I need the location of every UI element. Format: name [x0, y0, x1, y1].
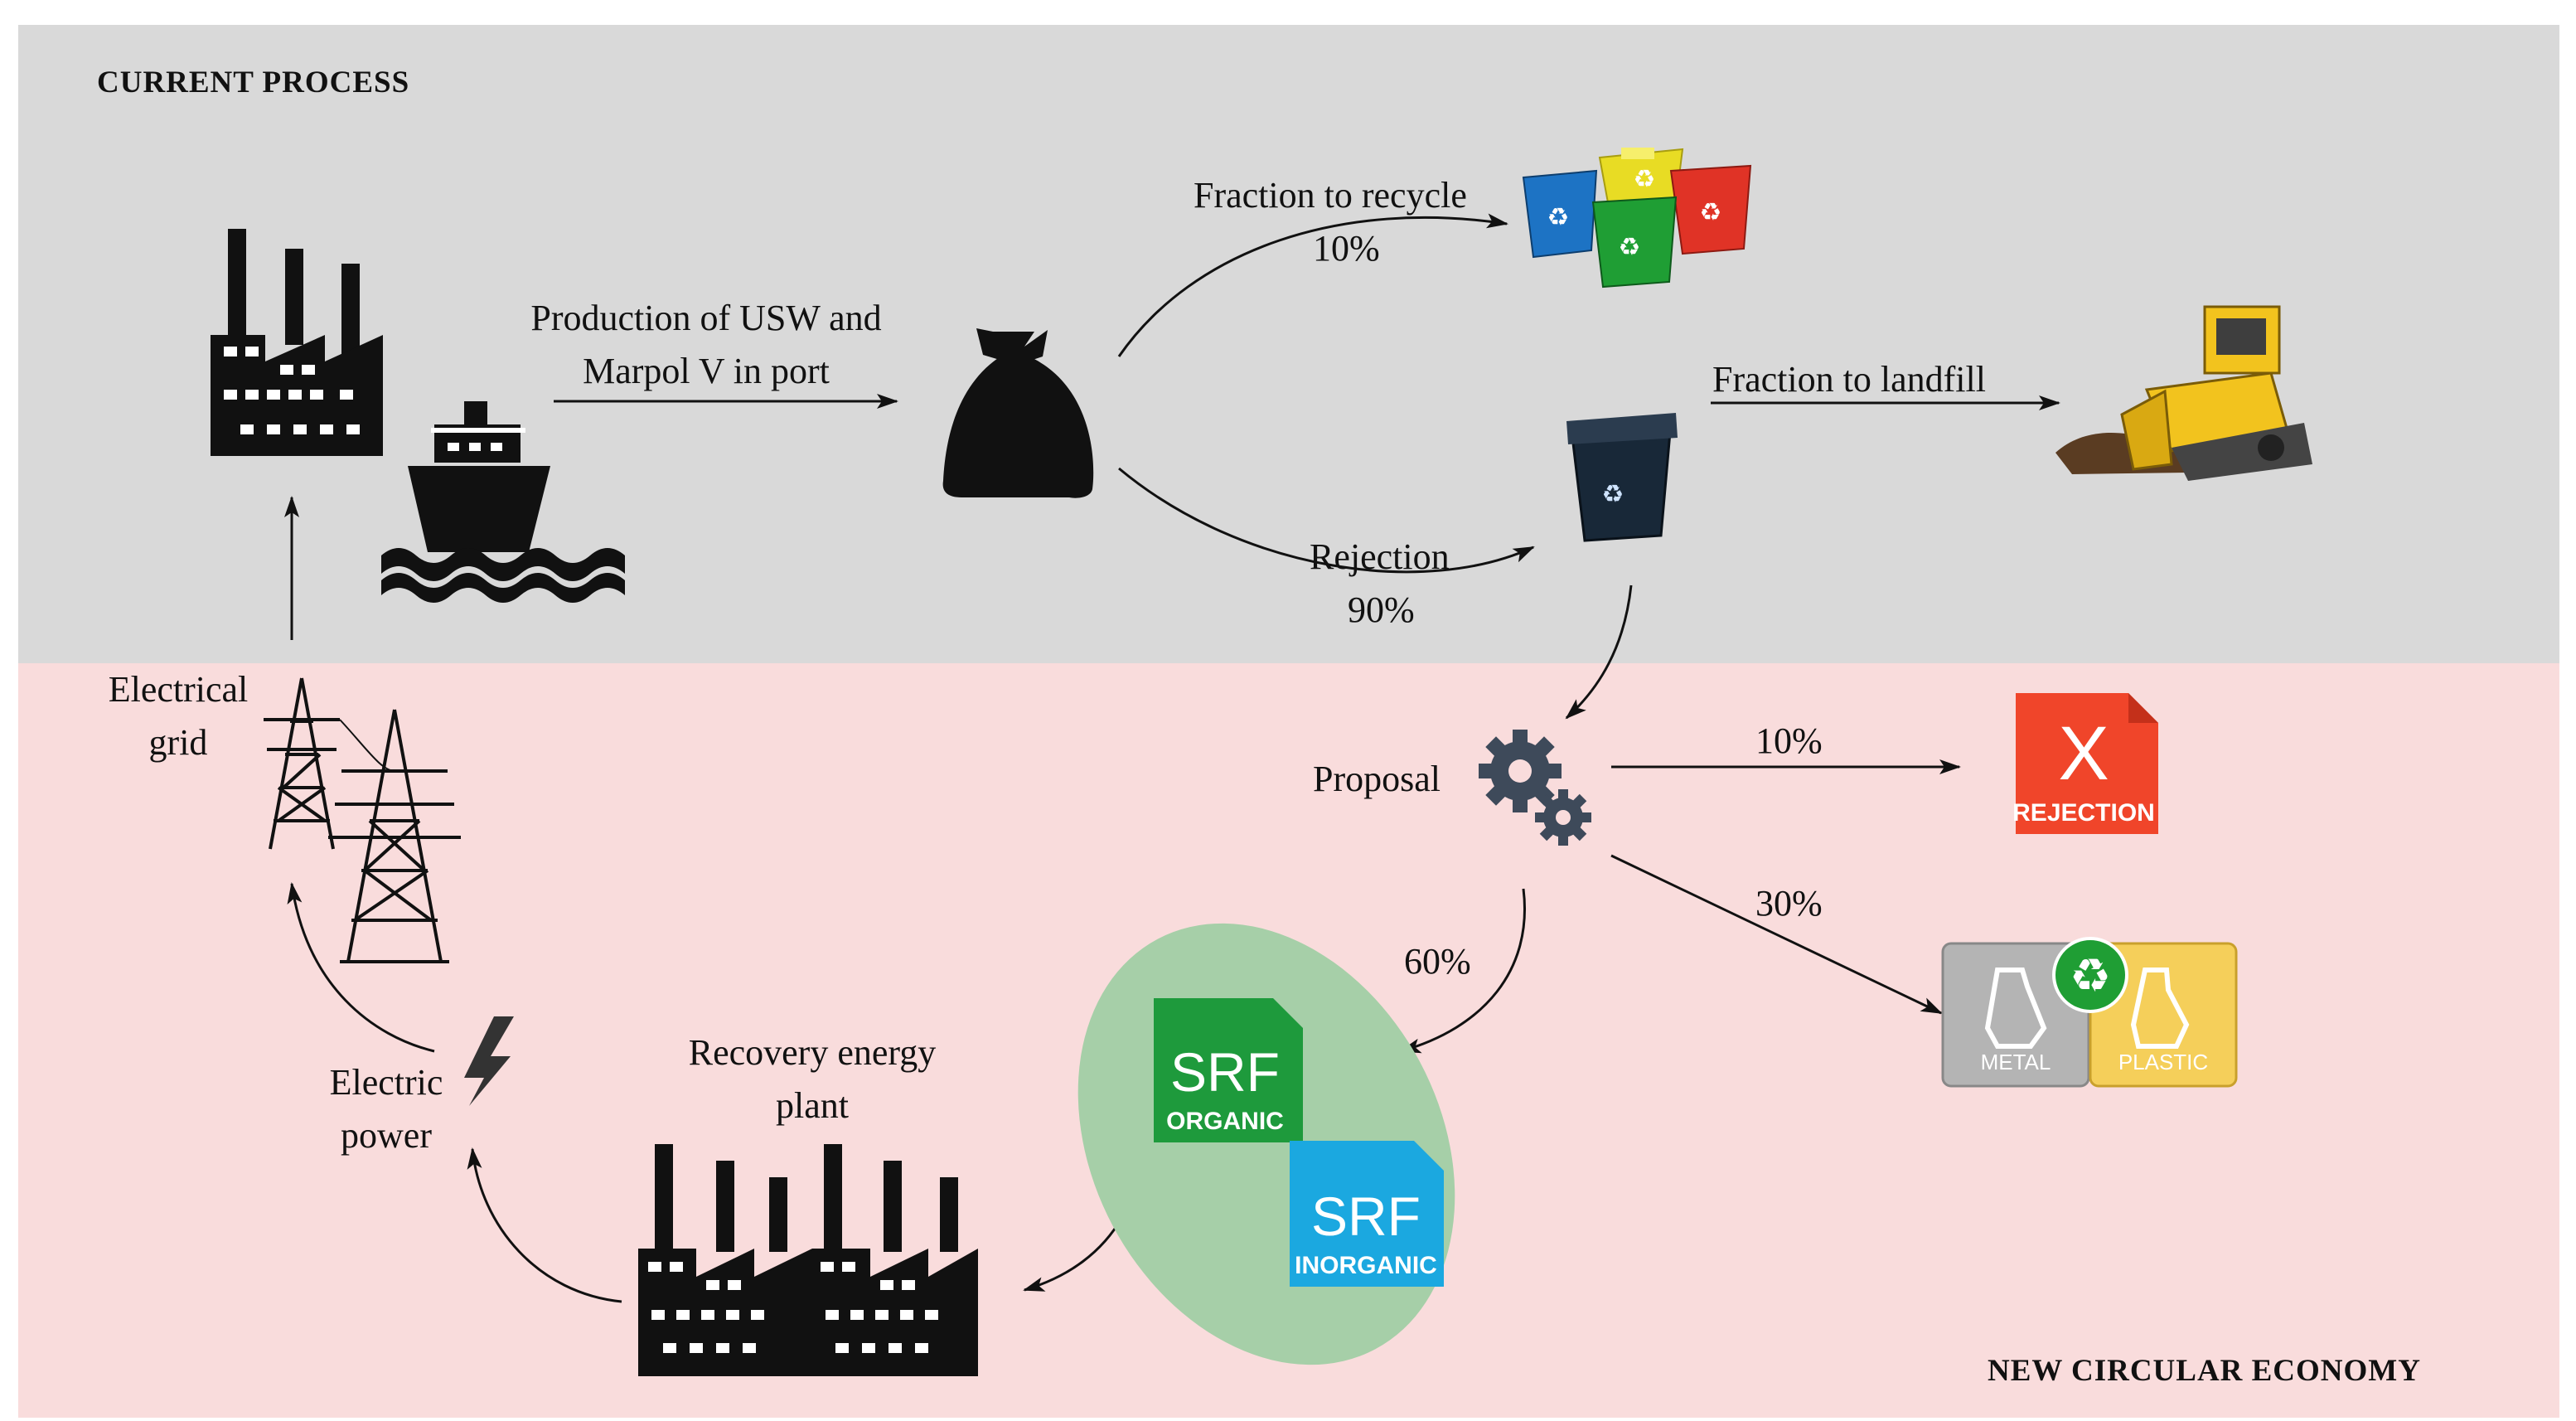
arrow-srf-to-plant [1023, 1216, 1124, 1292]
rejection-icon-text: REJECTION [2012, 799, 2155, 827]
svg-text:♻: ♻ [2070, 949, 2111, 1003]
electric-power-label-line2: power [341, 1115, 432, 1156]
waste-bin-icon: ♻ [1566, 413, 1678, 542]
metal-plastic-icon: ♻ METAL PLASTIC [1941, 937, 2238, 1088]
fraction-recycle-label: Fraction to recycle [1194, 175, 1467, 216]
proposal-srf-percent: 60% [1404, 941, 1471, 982]
fraction-landfill-label: Fraction to landfill [1712, 359, 1986, 400]
svg-text:♻: ♻ [1619, 233, 1641, 262]
proposal-rejection-percent: 10% [1755, 720, 1823, 761]
production-label-line1: Production of USW and [530, 298, 882, 338]
srf-ellipse: SRF ORGANIC SRF INORGANIC [1077, 923, 1455, 1365]
gears-icon [1479, 730, 1591, 846]
arrows [284, 213, 2060, 1303]
electric-power-label-line1: Electric [329, 1062, 443, 1103]
arrow-plant-to-power [467, 1147, 622, 1303]
recycle-bins-icon: ♻ ♻ ♻ ♻ [1522, 148, 1752, 289]
recovery-plant-icon [638, 1144, 978, 1376]
rejection-document-icon: X REJECTION [2012, 693, 2158, 834]
garbage-bag-icon [942, 328, 1094, 498]
metal-label: METAL [1981, 1050, 2051, 1074]
rejection-x: X [2058, 711, 2109, 796]
srf-organic-label: ORGANIC [1166, 1108, 1284, 1135]
srf-inorganic-label: INORGANIC [1295, 1252, 1437, 1279]
circular-economy-title: NEW CIRCULAR ECONOMY [1988, 1354, 2421, 1388]
electrical-tower-icon [264, 677, 461, 963]
electrical-grid-label-line2: grid [148, 722, 208, 763]
production-label-line2: Marpol V in port [583, 351, 830, 391]
lightning-icon [464, 1016, 514, 1106]
proposal-label: Proposal [1313, 759, 1441, 799]
proposal-recycle-percent: 30% [1755, 883, 1823, 924]
arrow-recycle [1117, 213, 1508, 357]
plastic-label: PLASTIC [2118, 1050, 2208, 1074]
arrow-power-to-grid [287, 882, 435, 1053]
current-process-title: CURRENT PROCESS [97, 65, 410, 99]
svg-text:♻: ♻ [1700, 198, 1722, 227]
recycle-percent: 10% [1313, 228, 1380, 269]
srf-inorganic-title: SRF [1311, 1186, 1421, 1247]
arrow-proposal-recycle [1610, 854, 1943, 1015]
svg-text:♻: ♻ [1547, 203, 1570, 232]
arrow-rejection [1118, 467, 1535, 574]
rejection-percent: 90% [1348, 589, 1415, 630]
arrow-proposal-srf [1399, 888, 1526, 1054]
svg-text:♻: ♻ [1602, 480, 1625, 509]
srf-organic-title: SRF [1170, 1041, 1280, 1103]
ship-icon [381, 401, 625, 603]
rejection-label: Rejection [1310, 536, 1450, 577]
arrow-to-proposal [1565, 584, 1633, 720]
factory-icon [211, 229, 383, 456]
recovery-plant-label-line1: Recovery energy [688, 1032, 937, 1073]
bulldozer-icon [2055, 305, 2312, 481]
electrical-grid-label-line1: Electrical [108, 669, 249, 710]
svg-text:♻: ♻ [1634, 165, 1656, 194]
recovery-plant-label-line2: plant [776, 1085, 849, 1126]
